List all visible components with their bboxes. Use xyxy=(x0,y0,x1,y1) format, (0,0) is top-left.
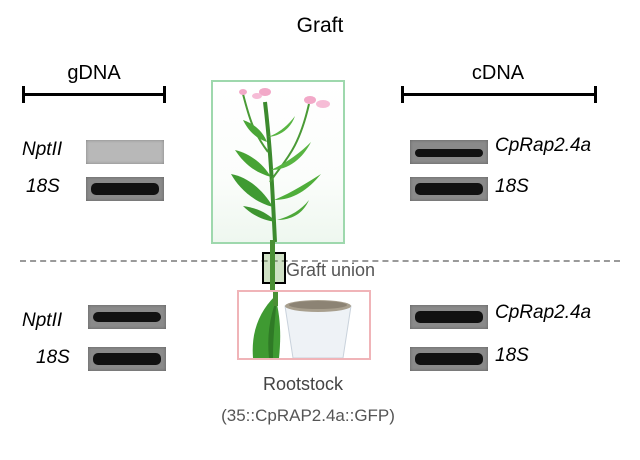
graft-divider-line xyxy=(20,260,620,262)
cdna-header: cDNA xyxy=(471,62,525,84)
gene-label-cprap-lower: CpRap2.4a xyxy=(495,302,592,323)
gel-lane-18s-upper-right xyxy=(410,177,488,201)
gdna-header: gDNA xyxy=(67,62,121,84)
rootstock-label: Rootstock xyxy=(262,374,344,394)
gene-label-nptii-lower: NptII xyxy=(22,310,63,331)
rootstock-photo xyxy=(237,290,371,360)
graft-scion-photo xyxy=(211,80,345,244)
rootstock-construct-label: (35::CpRAP2.4a::GFP) xyxy=(221,406,395,425)
gel-lane-18s-lower-left xyxy=(88,347,166,371)
gdna-bracket xyxy=(22,86,166,103)
gel-lane-18s-upper-left xyxy=(86,177,164,201)
scion-plant-illustration xyxy=(231,88,330,243)
graft-union-label: Graft union xyxy=(286,260,376,280)
gel-lane-nptii-lower xyxy=(88,305,166,329)
gene-label-18s-upper-left: 18S xyxy=(26,176,60,197)
gel-lane-nptii-upper xyxy=(86,140,164,164)
gene-label-18s-upper-right: 18S xyxy=(495,176,529,197)
gel-lane-cprap-upper xyxy=(410,140,488,164)
gel-lane-18s-lower-right xyxy=(410,347,488,371)
stem-segment xyxy=(270,240,275,290)
cdna-bracket xyxy=(401,86,597,103)
gene-label-cprap-upper: CpRap2.4a xyxy=(495,135,592,156)
gene-label-18s-lower-right: 18S xyxy=(495,345,529,366)
gene-label-18s-lower-left: 18S xyxy=(36,347,70,368)
rootstock-pot-illustration xyxy=(252,292,352,359)
gene-label-nptii-upper: NptII xyxy=(22,139,63,160)
graft-title: Graft xyxy=(296,14,344,37)
gel-lane-cprap-lower xyxy=(410,305,488,329)
